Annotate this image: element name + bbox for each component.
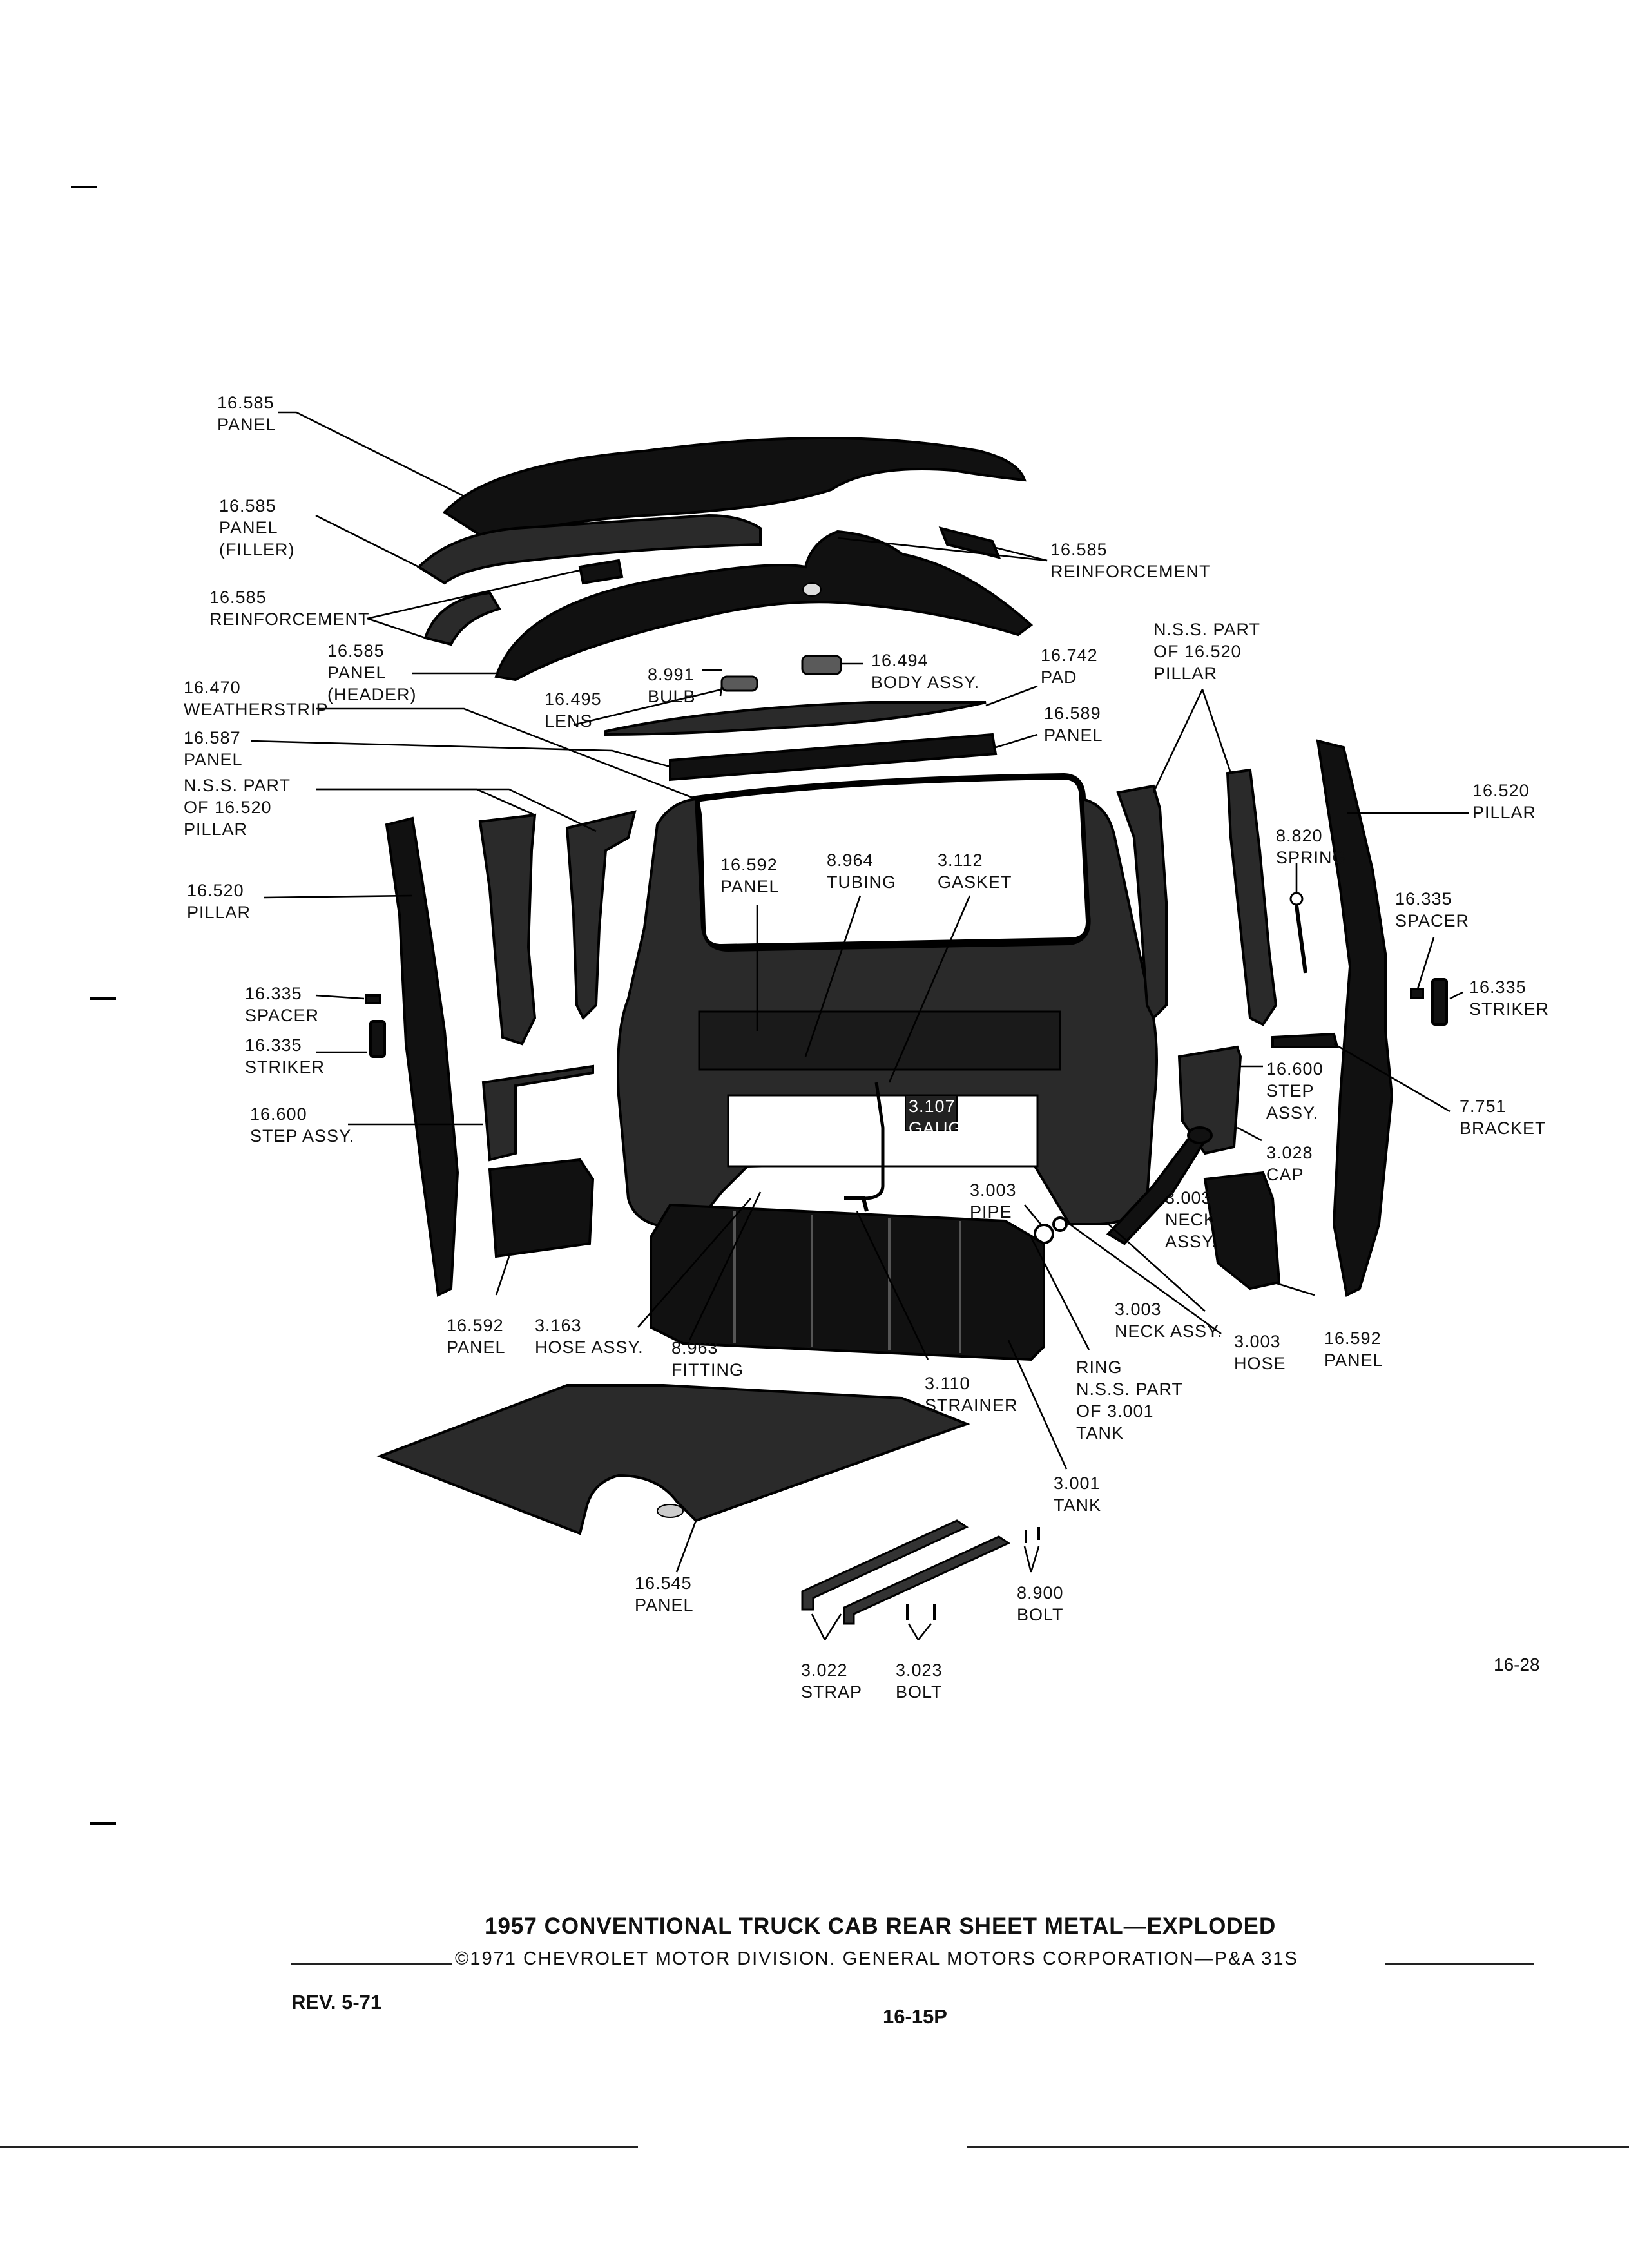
floor-panel — [376, 1384, 970, 1535]
neck-ring — [1052, 1216, 1068, 1232]
gauge-unit — [905, 1095, 958, 1131]
page-number: 16-15P — [883, 2005, 947, 2028]
pillar-right — [1316, 739, 1394, 1297]
dome-lamp-lens — [720, 675, 758, 692]
bottom-rule-left — [0, 2146, 638, 2148]
footer-rule-right — [1385, 1963, 1534, 1965]
floor-panel-hole — [657, 1504, 684, 1518]
pad — [604, 700, 987, 736]
nss-pillar-right-b — [1226, 768, 1278, 1026]
panel-16592-right — [1203, 1171, 1281, 1291]
reinforcement-right — [938, 526, 1001, 559]
panel-16592-left — [488, 1158, 595, 1258]
header-panel — [494, 530, 1034, 682]
leader-lines — [251, 411, 1469, 1640]
reinforcement-small — [578, 559, 624, 585]
fitting — [844, 1196, 869, 1212]
filler-panel — [416, 514, 762, 585]
page-title: 1957 CONVENTIONAL TRUCK CAB REAR SHEET M… — [485, 1914, 1277, 1939]
step-assy-right — [1177, 1045, 1242, 1155]
upper-rear-panel — [669, 733, 998, 782]
bracket — [1271, 1032, 1339, 1048]
nss-pillar-left-b — [565, 810, 637, 1021]
reinforcement-left — [423, 591, 502, 646]
figure-number: 16-28 — [1494, 1655, 1540, 1675]
filler-cap — [1187, 1126, 1213, 1144]
revision-label: REV. 5-71 — [291, 1991, 382, 2013]
header-panel-hole — [802, 582, 822, 597]
footer-rule-left — [291, 1963, 452, 1965]
bottom-rule-right — [967, 2146, 1629, 2148]
spring-eye — [1289, 892, 1304, 906]
striker-right — [1431, 978, 1448, 1026]
fuel-tank — [650, 1203, 1045, 1361]
copyright-line: ©1971 CHEVROLET MOTOR DIVISION. GENERAL … — [455, 1948, 1298, 1969]
spacer-left — [365, 994, 381, 1004]
roof-panel — [442, 437, 1027, 543]
spacer-right — [1410, 988, 1424, 999]
spring-rod — [1295, 905, 1307, 974]
step-assy-left — [481, 1064, 594, 1162]
dome-lamp-body — [801, 655, 842, 675]
rear-cab-rib — [698, 1010, 1061, 1071]
nss-pillar-right-a — [1116, 784, 1168, 1021]
strap — [801, 1519, 969, 1611]
nss-pillar-left-a — [478, 813, 537, 1046]
weatherstrip-frame — [692, 773, 1093, 951]
strap — [843, 1535, 1011, 1625]
striker-left — [369, 1020, 386, 1058]
pillar-left — [385, 816, 459, 1298]
